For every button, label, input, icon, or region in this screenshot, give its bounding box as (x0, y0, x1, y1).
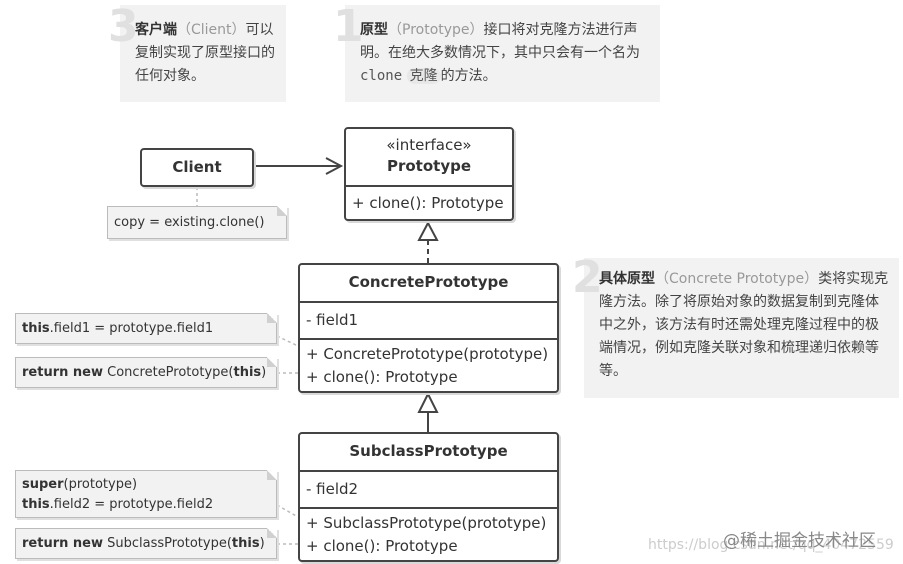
code-keyword: return new (22, 536, 103, 551)
callout-client: 3 客户端（Client）可以复制实现了原型接口的任何对象。 (108, 5, 286, 102)
code-keyword: this (231, 536, 260, 551)
client-class-name: Client (172, 158, 222, 176)
prototype-header: «interface» Prototype (346, 129, 512, 185)
code-note: super(prototype) this.field2 = prototype… (15, 470, 277, 518)
code-text: ) (261, 365, 267, 380)
concrete-method: + clone(): Prototype (306, 368, 458, 386)
concrete-fields: - field1 (300, 301, 557, 338)
callout-number: 3 (108, 1, 139, 52)
callout-title: 原型 (360, 22, 388, 38)
code-note: return new ConcretePrototype(this) (15, 357, 277, 388)
code-keyword: return new (22, 365, 103, 380)
code-keyword: this (233, 365, 262, 380)
watermark-url: https://blog.csdn.net/qq_40472559 (648, 537, 894, 553)
callout-paren: （Client） (177, 22, 246, 38)
code-keyword: this (22, 321, 50, 336)
client-note: copy = existing.clone() (107, 206, 287, 239)
callout-prototype: 1 原型（Prototype）接口将对克隆方法进行声明。在绝大多数情况下，其中只… (333, 5, 660, 102)
callout-highlight: 克隆 (406, 68, 441, 84)
callout-body: 可以复制实现了原型接口的任何对象。 (135, 22, 275, 84)
callout-code: clone (360, 68, 403, 84)
callout-number: 1 (333, 1, 364, 52)
code-note: this.field1 = prototype.field1 (15, 313, 277, 344)
callout-text: 客户端（Client）可以复制实现了原型接口的任何对象。 (135, 19, 286, 88)
code-text: .field2 = prototype.field2 (49, 497, 214, 512)
prototype-method: + clone(): Prototype (352, 194, 504, 212)
callout-text: 具体原型（Concrete Prototype）类将实现克隆方法。除了将原始对象… (599, 268, 889, 383)
callout-title: 具体原型 (599, 271, 655, 287)
client-note-text: copy = existing.clone() (114, 215, 265, 230)
watermark-site: @稀土掘金技术社区 (723, 531, 876, 551)
code-note: return new SubclassPrototype(this) (15, 528, 277, 559)
association-arrowhead (325, 157, 344, 175)
prototype-interface-box: «interface» Prototype + clone(): Prototy… (344, 127, 514, 221)
code-text: SubclassPrototype( (102, 536, 232, 551)
subclass-fields: - field2 (300, 470, 557, 507)
prototype-class-name: Prototype (386, 157, 472, 175)
callout-concrete: 2 具体原型（Concrete Prototype）类将实现克隆方法。除了将原始… (572, 256, 899, 398)
code-text: ) (259, 536, 265, 551)
callout-number: 2 (572, 252, 603, 303)
callout-body-end: 的方法。 (440, 68, 497, 84)
subclass-prototype-box: SubclassPrototype - field2 + SubclassPro… (298, 432, 559, 562)
code-line: super(prototype) (22, 475, 270, 495)
subclass-field: - field2 (306, 480, 359, 498)
inheritance-arrowhead (417, 391, 439, 413)
realization-arrowhead (417, 220, 439, 241)
concrete-prototype-box: ConcretePrototype - field1 + ConcretePro… (298, 263, 559, 393)
client-class-box: Client (140, 148, 254, 187)
callout-body: 接口将对克隆方法进行声明。在绝大多数情况下，其中只会有一个名为 (360, 22, 640, 61)
note-connector (276, 504, 299, 518)
subclass-methods: + SubclassPrototype(prototype) + clone()… (300, 507, 557, 560)
code-text: (prototype) (63, 477, 138, 492)
callout-paren: （Prototype） (388, 22, 484, 38)
code-text: .field1 = prototype.field1 (49, 321, 214, 336)
code-text: ConcretePrototype( (102, 365, 234, 380)
code-keyword: this (22, 497, 50, 512)
concrete-methods: + ConcretePrototype(prototype) + clone()… (300, 338, 557, 391)
concrete-class-name: ConcretePrototype (348, 273, 509, 291)
subclass-method: + SubclassPrototype(prototype) (306, 514, 547, 532)
prototype-methods: + clone(): Prototype (346, 185, 512, 219)
prototype-stereotype: «interface» (386, 136, 472, 154)
concrete-method: + ConcretePrototype(prototype) (306, 345, 549, 363)
concrete-field: - field1 (306, 311, 359, 329)
callout-text: 原型（Prototype）接口将对克隆方法进行声明。在绝大多数情况下，其中只会有… (360, 19, 650, 88)
callout-title: 客户端 (135, 22, 177, 38)
code-keyword: super (22, 477, 64, 492)
code-line: this.field2 = prototype.field2 (22, 495, 270, 515)
subclass-method: + clone(): Prototype (306, 537, 458, 555)
subclass-class-name: SubclassPrototype (349, 442, 508, 460)
callout-body: 类将实现克隆方法。除了将原始对象的数据复制到克隆体中之外，该方法有时还需处理克隆… (599, 271, 889, 379)
note-connector (276, 335, 299, 347)
callout-paren: （Concrete Prototype） (655, 271, 819, 287)
